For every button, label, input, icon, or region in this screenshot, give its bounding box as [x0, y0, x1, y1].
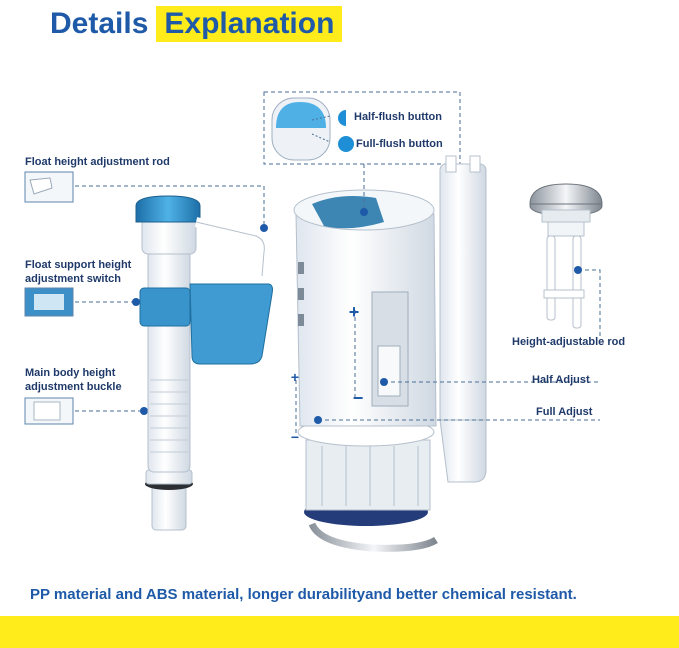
- middle-callout-lines: [295, 164, 600, 436]
- svg-text:+: +: [291, 369, 299, 385]
- height-rod-label: Height-adjustable rod: [512, 336, 626, 348]
- svg-text:−: −: [353, 388, 364, 408]
- half-flush-label: Half-flush button: [354, 111, 442, 123]
- title-part-2-highlight: Explanation: [156, 6, 343, 42]
- fill-valve: [135, 195, 273, 531]
- body-buckle-label-line1: Main body height: [25, 367, 116, 379]
- half-flush-icon: [338, 110, 346, 126]
- material-description: PP material and ABS material, longer dur…: [30, 586, 577, 603]
- page-title: Details Explanation: [50, 4, 343, 44]
- flush-valve: [293, 155, 487, 552]
- float-switch-label: Float support height adjustment switch: [25, 258, 131, 286]
- float-switch-label-line1: Float support height: [25, 259, 132, 271]
- svg-text:+: +: [349, 302, 360, 322]
- push-button-assembly: [529, 183, 603, 329]
- full-flush-icon: [338, 136, 354, 152]
- float-rod-thumbnail: [24, 171, 74, 203]
- float-switch-thumbnail: [24, 287, 74, 317]
- body-buckle-label: Main body height adjustment buckle: [25, 366, 122, 394]
- footer-yellow-bar: [0, 616, 679, 648]
- full-flush-label: Full-flush button: [356, 138, 443, 150]
- svg-text:−: −: [291, 429, 299, 445]
- body-buckle-label-line2: adjustment buckle: [25, 381, 122, 393]
- button-inset-box: [263, 91, 461, 165]
- float-rod-label: Float height adjustment rod: [25, 156, 170, 168]
- body-buckle-thumbnail: [24, 397, 74, 425]
- full-adjust-label: Full Adjust: [536, 406, 593, 418]
- title-part-1: Details: [50, 7, 149, 40]
- left-callout-lines: [75, 185, 265, 412]
- half-adjust-label: Half Adjust: [532, 374, 590, 386]
- right-callout-lines: [578, 269, 601, 336]
- float-switch-label-line2: adjustment switch: [25, 273, 121, 285]
